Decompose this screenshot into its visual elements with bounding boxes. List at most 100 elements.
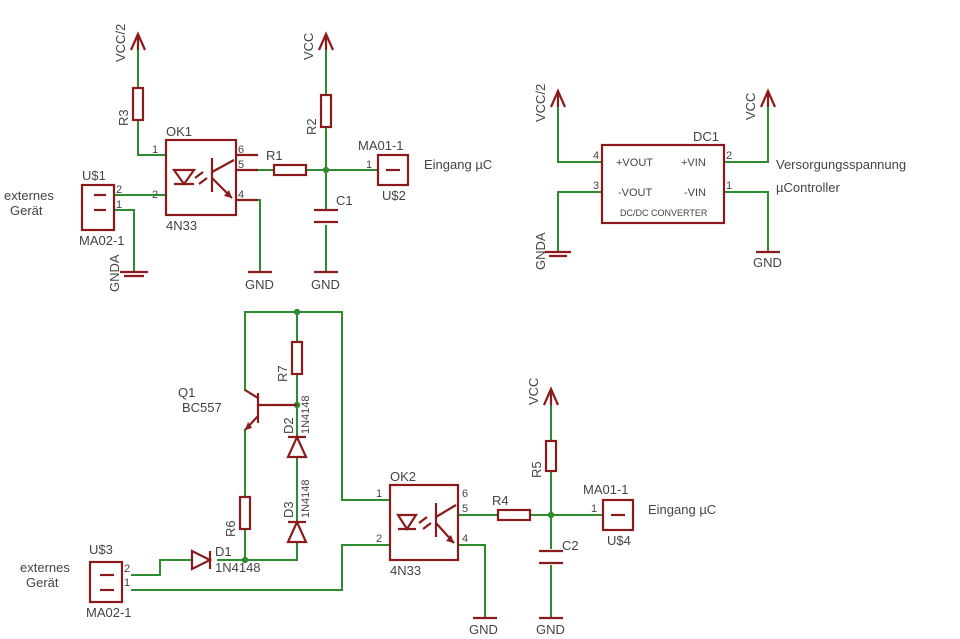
connector-u1: U$1 MA02-1 2 1 externes Gerät bbox=[4, 168, 125, 248]
caption: externes bbox=[4, 188, 54, 203]
connector-u3: U$3 MA02-1 2 1 externes Gerät bbox=[20, 542, 132, 620]
optocoupler-ok2: OK2 4N33 1 2 6 5 4 bbox=[376, 469, 468, 578]
supply-label: GND bbox=[469, 622, 498, 637]
gnda-symbol-left: GNDA bbox=[107, 254, 148, 292]
pin-number: 2 bbox=[726, 150, 732, 162]
supply-label: GNDA bbox=[107, 254, 122, 292]
value-label: MA01-1 bbox=[583, 482, 629, 497]
supply-label: GND bbox=[311, 277, 340, 292]
pin-number: 2 bbox=[124, 563, 130, 575]
supply-label: VCC/2 bbox=[113, 24, 128, 62]
resistor-r3: R3 bbox=[116, 86, 145, 126]
ref-label: U$1 bbox=[82, 168, 106, 183]
gnd-symbol: GND bbox=[469, 616, 498, 637]
caption: µController bbox=[776, 180, 841, 195]
resistor-r6: R6 bbox=[223, 495, 252, 537]
ref-label: R5 bbox=[529, 461, 544, 478]
junction-dot bbox=[241, 556, 249, 564]
ref-label: Q1 bbox=[178, 385, 195, 400]
bottom-wires bbox=[131, 311, 602, 619]
top-circuit: VCC/2 R3 U$1 MA02-1 2 1 externes Gerät G… bbox=[4, 24, 492, 292]
pin-number: 4 bbox=[238, 189, 244, 201]
diode-d2: D2 1N4148 bbox=[281, 395, 312, 459]
ref-label: C2 bbox=[562, 538, 579, 553]
vcc-half-supply-dcdc: VCC/2 bbox=[533, 84, 567, 122]
pin-number: 1 bbox=[726, 180, 732, 192]
capacitor-c2: C2 bbox=[539, 538, 579, 565]
value-label: DC/DC CONVERTER bbox=[620, 208, 708, 218]
transistor-q1: Q1 BC557 bbox=[178, 385, 297, 431]
pin-number: 2 bbox=[152, 189, 158, 201]
connector-u4: MA01-1 U$4 1 Eingang µC bbox=[583, 482, 716, 548]
value-label: BC557 bbox=[182, 400, 222, 415]
ref-label: OK1 bbox=[166, 124, 192, 139]
ref-label: U$2 bbox=[382, 188, 406, 203]
caption: Eingang µC bbox=[424, 157, 492, 172]
supply-label: VCC bbox=[526, 378, 541, 405]
vcc-half-supply-top: VCC/2 bbox=[113, 24, 147, 62]
ref-label: R2 bbox=[304, 118, 319, 135]
ref-label: R1 bbox=[266, 148, 283, 163]
supply-label: GND bbox=[536, 622, 565, 637]
caption: Gerät bbox=[10, 203, 43, 218]
ref-label: D2 bbox=[281, 417, 296, 434]
resistor-r1: R1 bbox=[266, 148, 308, 177]
bottom-circuit: Q1 BC557 R7 D2 1N4148 D3 1N4148 R6 D1 bbox=[20, 308, 716, 637]
caption: Eingang µC bbox=[648, 502, 716, 517]
vcc-supply-bottom: VCC bbox=[526, 378, 560, 406]
ref-label: R3 bbox=[116, 109, 131, 126]
pin-number: 2 bbox=[116, 184, 122, 196]
value-label: 1N4148 bbox=[300, 479, 312, 518]
gnd-symbol: GND bbox=[536, 616, 565, 637]
value-label: MA02-1 bbox=[79, 233, 125, 248]
pin-number: 3 bbox=[593, 180, 599, 192]
value-label: 4N33 bbox=[390, 563, 421, 578]
junction-dot bbox=[547, 511, 555, 519]
supply-label: GNDA bbox=[533, 232, 548, 270]
dc-dc-converter-dc1: DC1 +VOUT -VOUT +VIN -VIN DC/DC CONVERTE… bbox=[593, 129, 732, 225]
gnd-symbol: GND bbox=[245, 270, 274, 292]
ref-label: D3 bbox=[281, 501, 296, 518]
dcdc-wires bbox=[557, 106, 769, 253]
pin-function: +VOUT bbox=[616, 157, 653, 169]
top-wires bbox=[115, 49, 379, 273]
caption: Versorgungsspannung bbox=[776, 157, 906, 172]
dcdc-section: VCC/2 VCC DC1 +VOUT -VOUT +VIN -VIN DC/D… bbox=[533, 84, 906, 270]
resistor-r2: R2 bbox=[304, 93, 333, 135]
value-label: 4N33 bbox=[166, 218, 197, 233]
pin-function: +VIN bbox=[681, 157, 706, 169]
supply-label: VCC bbox=[301, 33, 316, 60]
resistor-r4: R4 bbox=[492, 493, 532, 522]
ref-label: U$3 bbox=[89, 542, 113, 557]
pin-function: -VOUT bbox=[618, 187, 653, 199]
pin-number: 2 bbox=[376, 533, 382, 545]
vcc-supply-top: VCC bbox=[301, 31, 335, 60]
pin-number: 6 bbox=[462, 488, 468, 500]
caption: Gerät bbox=[26, 575, 59, 590]
pin-number: 1 bbox=[591, 503, 597, 515]
diode-d1: D1 1N4148 bbox=[190, 544, 261, 575]
value-label: MA02-1 bbox=[86, 605, 132, 620]
ref-label: C1 bbox=[336, 193, 353, 208]
pin-number: 4 bbox=[593, 150, 599, 162]
pin-number: 6 bbox=[238, 144, 244, 156]
supply-label: VCC bbox=[743, 93, 758, 120]
supply-label: GND bbox=[753, 255, 782, 270]
connector-u2: MA01-1 U$2 1 Eingang µC bbox=[358, 138, 492, 203]
ref-label: D1 bbox=[215, 544, 232, 559]
value-label: 1N4148 bbox=[215, 560, 261, 575]
pin-number: 5 bbox=[462, 503, 468, 515]
ref-label: R7 bbox=[275, 365, 290, 382]
ref-label: R4 bbox=[492, 493, 509, 508]
vcc-supply-dcdc: VCC bbox=[743, 88, 777, 120]
ref-label: U$4 bbox=[607, 533, 631, 548]
value-label: 1N4148 bbox=[300, 395, 312, 434]
resistor-r5: R5 bbox=[529, 439, 558, 478]
capacitor-c1: C1 bbox=[314, 193, 353, 224]
gnda-symbol-dcdc: GNDA bbox=[533, 232, 571, 270]
ref-label: OK2 bbox=[390, 469, 416, 484]
gnd-symbol: GND bbox=[753, 250, 782, 270]
value-label: MA01-1 bbox=[358, 138, 404, 153]
ref-label: DC1 bbox=[693, 129, 719, 144]
